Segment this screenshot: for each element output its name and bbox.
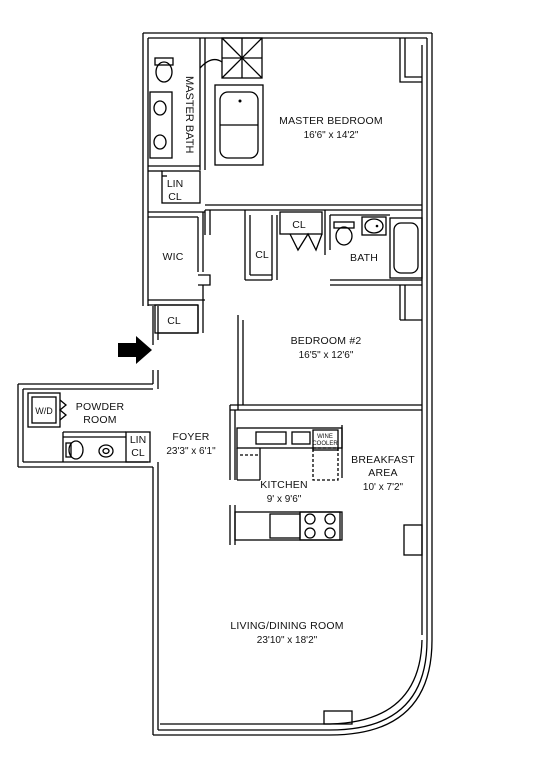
living-name: LIVING/DINING ROOM bbox=[230, 620, 344, 632]
lin-cl-top-line2: CL bbox=[168, 191, 182, 203]
breakfast-line1: BREAKFAST bbox=[351, 454, 415, 466]
wd-label: W/D bbox=[35, 406, 53, 416]
bedroom2-name: BEDROOM #2 bbox=[290, 335, 362, 347]
living-dim: 23'10" x 18'2" bbox=[256, 635, 318, 646]
sink-icon bbox=[149, 91, 173, 159]
lin-cl-foyer-line1: LIN bbox=[129, 434, 147, 446]
bathtub-icon bbox=[214, 84, 264, 166]
wine-cooler-line1: WINE bbox=[317, 434, 333, 440]
kitchen-dim: 9' x 9'6" bbox=[266, 494, 302, 505]
master-bath-name: MASTER BATH bbox=[183, 76, 195, 154]
kitchen-name: KITCHEN bbox=[260, 479, 308, 491]
master-bedroom-dim: 16'6" x 14'2" bbox=[303, 130, 359, 141]
breakfast-line2: AREA bbox=[368, 467, 398, 479]
master-bedroom-name: MASTER BEDROOM bbox=[279, 115, 383, 127]
foyer-dim: 23'3" x 6'1" bbox=[166, 446, 216, 457]
bath-name: BATH bbox=[349, 252, 379, 264]
toilet-icon bbox=[333, 221, 355, 246]
cl-left-name: CL bbox=[167, 315, 181, 327]
lin-cl-foyer-line2: CL bbox=[131, 447, 145, 459]
cl-bed2-a-name: CL bbox=[292, 219, 306, 231]
exterior-walls bbox=[17, 32, 433, 736]
breakfast-dim: 10' x 7'2" bbox=[362, 482, 404, 493]
lin-cl-top-line1: LIN bbox=[166, 178, 184, 190]
sink-icon bbox=[361, 216, 387, 236]
bathtub-icon bbox=[389, 217, 423, 279]
toilet-icon bbox=[154, 57, 174, 83]
foyer-name: FOYER bbox=[172, 431, 210, 443]
powder-room-line2: ROOM bbox=[83, 414, 117, 426]
shower-icon bbox=[199, 37, 263, 79]
wic-name: WIC bbox=[162, 251, 184, 263]
entry-arrow-icon bbox=[118, 336, 152, 364]
sink-icon bbox=[98, 444, 114, 458]
bedroom2-dim: 16'5" x 12'6" bbox=[298, 350, 354, 361]
powder-room-line1: POWDER bbox=[75, 401, 125, 413]
stove-icon bbox=[299, 511, 341, 541]
cl-bed2-b-name: CL bbox=[255, 249, 269, 261]
wine-cooler-line2: COOLER bbox=[312, 441, 338, 447]
toilet-icon bbox=[65, 440, 84, 460]
